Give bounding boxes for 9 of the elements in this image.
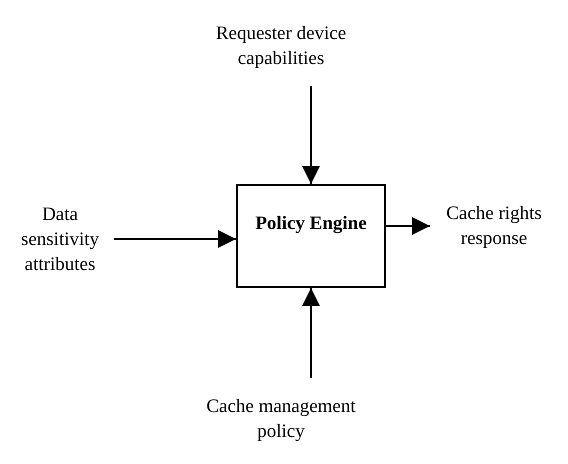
arrow xyxy=(386,217,430,235)
input-label: Cache management policy xyxy=(206,378,356,460)
arrow xyxy=(302,288,320,378)
input-label: Data sensitivity attributes xyxy=(6,200,114,278)
input-label: Cache rights response xyxy=(430,196,558,256)
arrow xyxy=(302,86,320,184)
arrow xyxy=(114,230,236,248)
process-box: Policy Engine xyxy=(236,184,386,288)
input-label: Requester device capabilities xyxy=(206,6,356,86)
